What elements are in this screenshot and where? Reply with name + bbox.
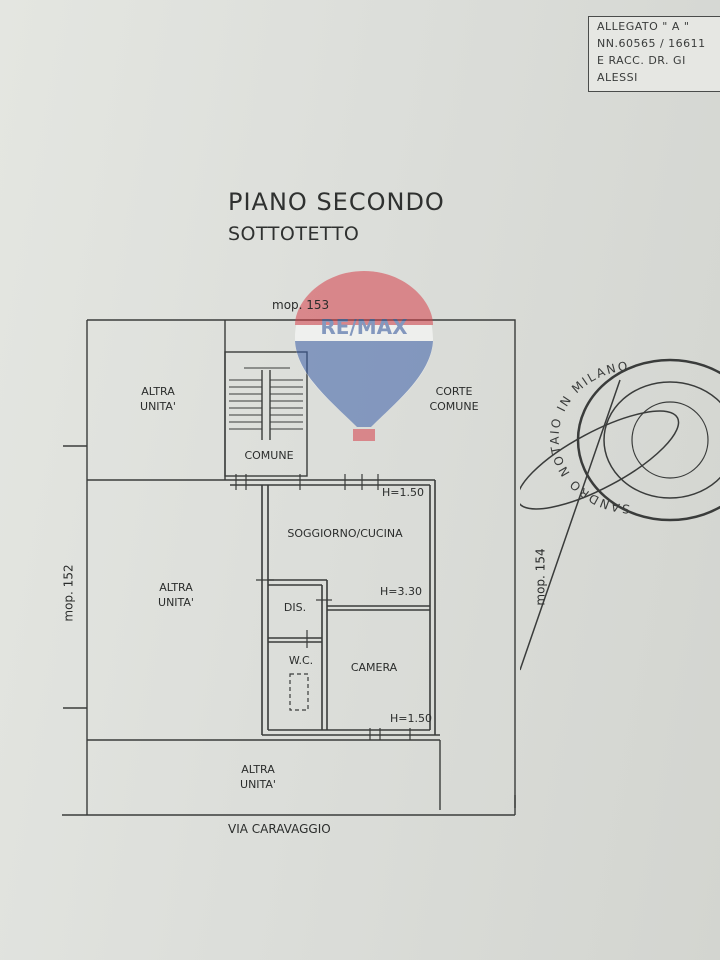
room-comune: COMUNE xyxy=(244,449,294,462)
remax-balloon-logo: RE/MAX xyxy=(295,271,433,441)
stamp-line-4: ALESSI xyxy=(597,71,638,84)
room-disimpegno: DIS. xyxy=(283,601,307,614)
height-label-1: H=1.50 xyxy=(382,486,424,499)
room-altra-unita-top-left: ALTRA UNITA' xyxy=(140,385,176,413)
height-label-2: H=3.30 xyxy=(380,585,422,598)
notary-seal: SANDRO NOTAIO IN MILANO xyxy=(520,358,720,671)
boundary-label-top: mop. 153 xyxy=(272,298,330,312)
room-corte-comune: CORTE COMUNE xyxy=(429,385,479,413)
floor-title: PIANO SECONDO xyxy=(228,188,445,216)
street-label: VIA CARAVAGGIO xyxy=(228,822,331,836)
allegato-stamp: ALLEGATO " A " NN.60565 / 16611 E RACC. … xyxy=(588,16,720,92)
room-soggiorno-cucina: SOGGIORNO/CUCINA xyxy=(287,527,403,540)
room-altra-unita-left: ALTRA UNITA' xyxy=(158,581,194,609)
room-altra-unita-bottom: ALTRA UNITA' xyxy=(240,763,276,791)
stamp-line-3: E RACC. DR. GI xyxy=(597,54,686,67)
boundary-label-right: mop. 154 xyxy=(533,548,548,606)
parcel-boundary-top-right xyxy=(87,319,516,808)
svg-text:RE/MAX: RE/MAX xyxy=(320,315,408,339)
height-label-3: H=1.50 xyxy=(390,712,432,725)
svg-text:SANDRO NOTAIO IN MILANO: SANDRO NOTAIO IN MILANO xyxy=(548,359,631,516)
stamp-line-2: NN.60565 / 16611 xyxy=(597,37,706,50)
room-camera: CAMERA xyxy=(350,661,398,674)
floor-subtitle: SOTTOTETTO xyxy=(228,223,360,245)
stamp-line-1: ALLEGATO " A " xyxy=(597,20,690,33)
boundary-label-left: mop. 152 xyxy=(61,564,76,622)
room-wc: W.C. xyxy=(288,654,314,667)
